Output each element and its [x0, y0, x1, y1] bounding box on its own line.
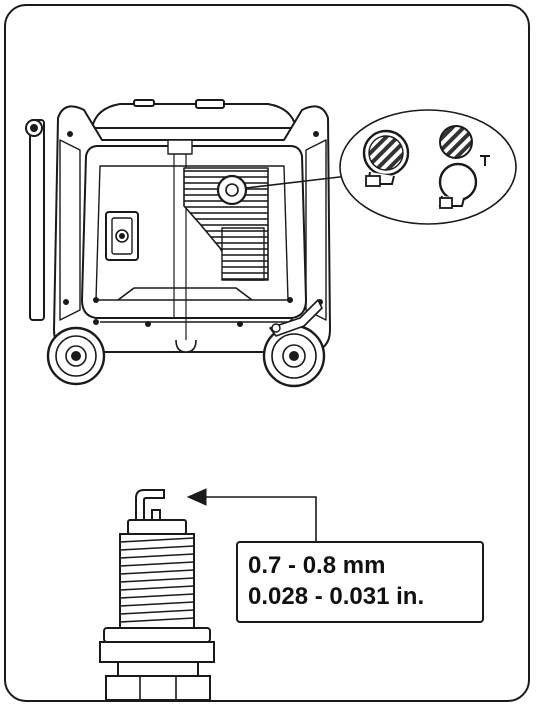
generator-icon: [25, 99, 331, 388]
spark-plug-icon: [99, 489, 215, 701]
callout-leader-line: [245, 175, 349, 189]
gap-metric-text: 0.7 - 0.8 mm: [248, 552, 386, 579]
gap-imperial-text: 0.028 - 0.031 in.: [248, 583, 425, 610]
gap-arrow-icon: [186, 488, 317, 541]
spark-plug-gap-callout: 0.7 - 0.8 mm 0.028 - 0.031 in.: [236, 541, 484, 623]
spark-arrestor-screen-icon: [339, 109, 517, 225]
